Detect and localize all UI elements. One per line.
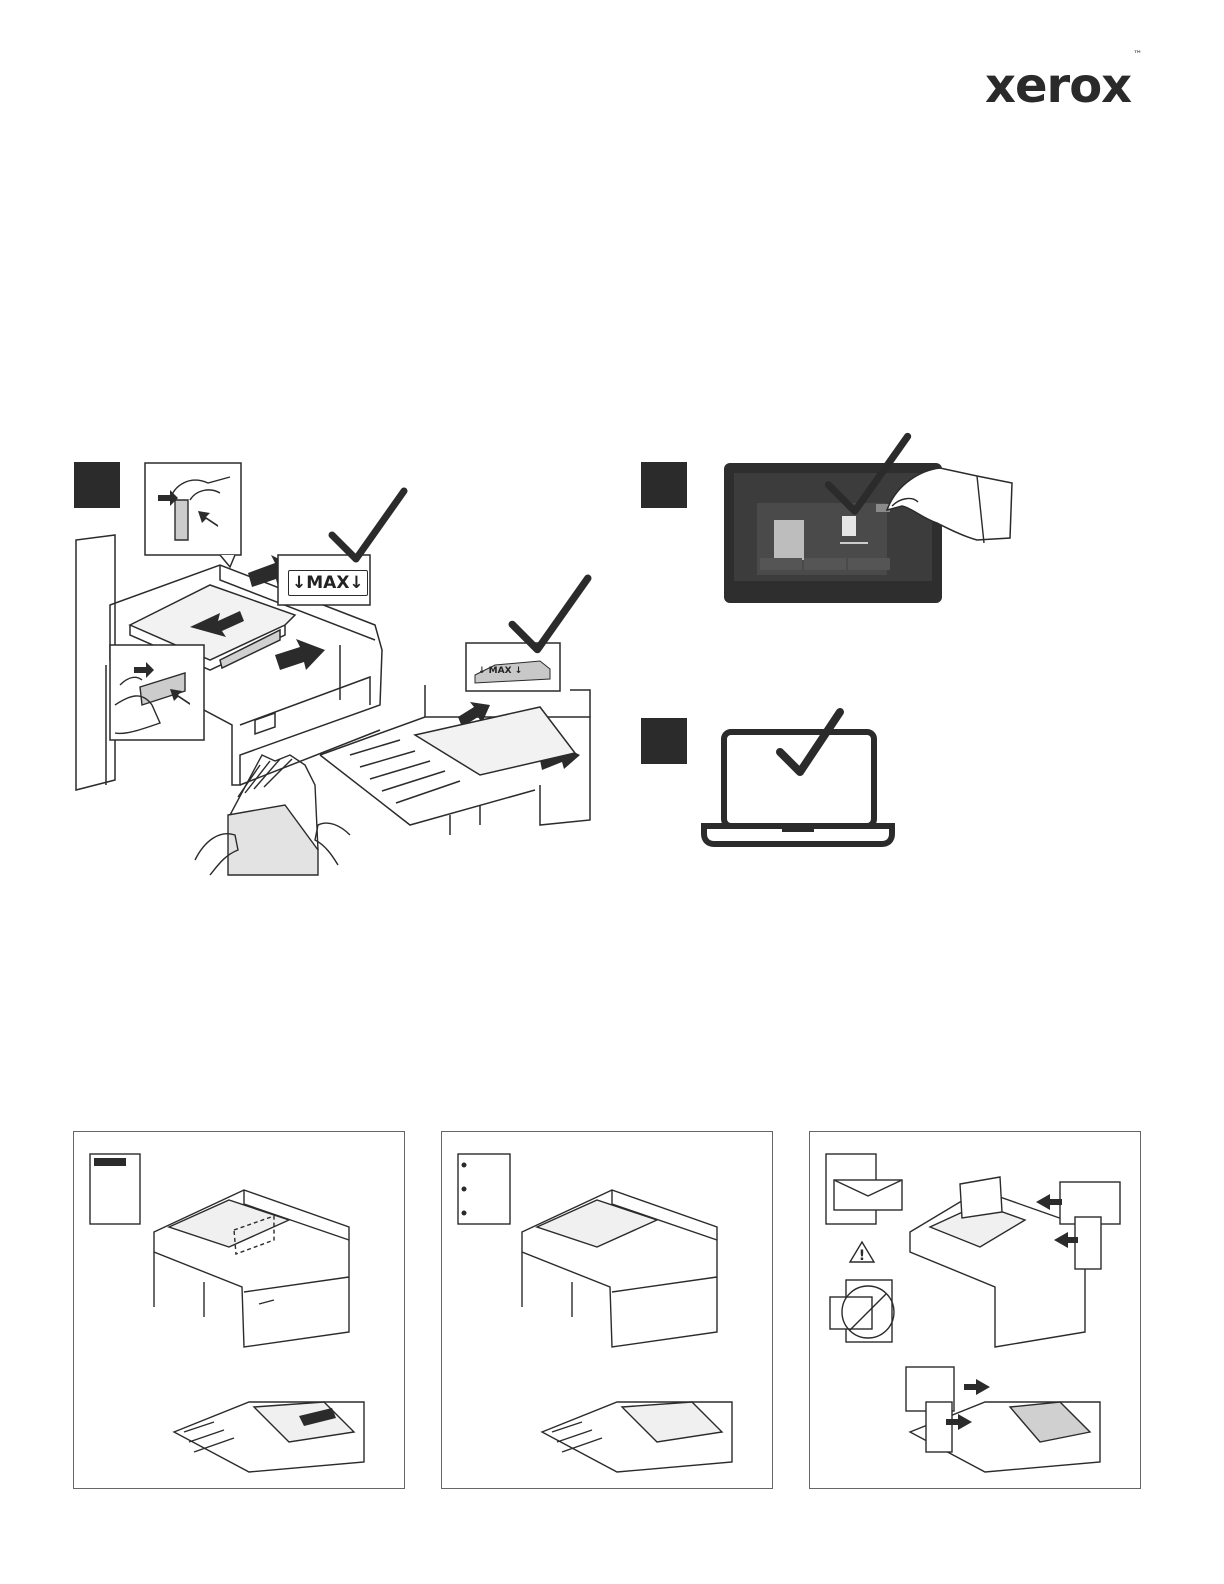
step-2-marker [641, 462, 687, 508]
check-icon [328, 487, 408, 567]
panel-envelopes: ! [809, 1131, 1141, 1489]
check-icon [508, 574, 592, 658]
xerox-logo: xerox™ [985, 58, 1139, 114]
step-3-marker [641, 718, 687, 764]
trademark: ™ [1133, 50, 1141, 60]
laptop-icon [700, 708, 896, 848]
check-icon [824, 432, 912, 520]
logo-text: xerox [985, 58, 1131, 114]
panel-letterhead [73, 1131, 405, 1489]
max-fill-label: ↓MAX↓ [288, 570, 368, 596]
max-fill-label-small: ↓ MAX ↓ [478, 666, 522, 676]
svg-text:!: ! [859, 1248, 865, 1264]
panel-punched [441, 1131, 773, 1489]
